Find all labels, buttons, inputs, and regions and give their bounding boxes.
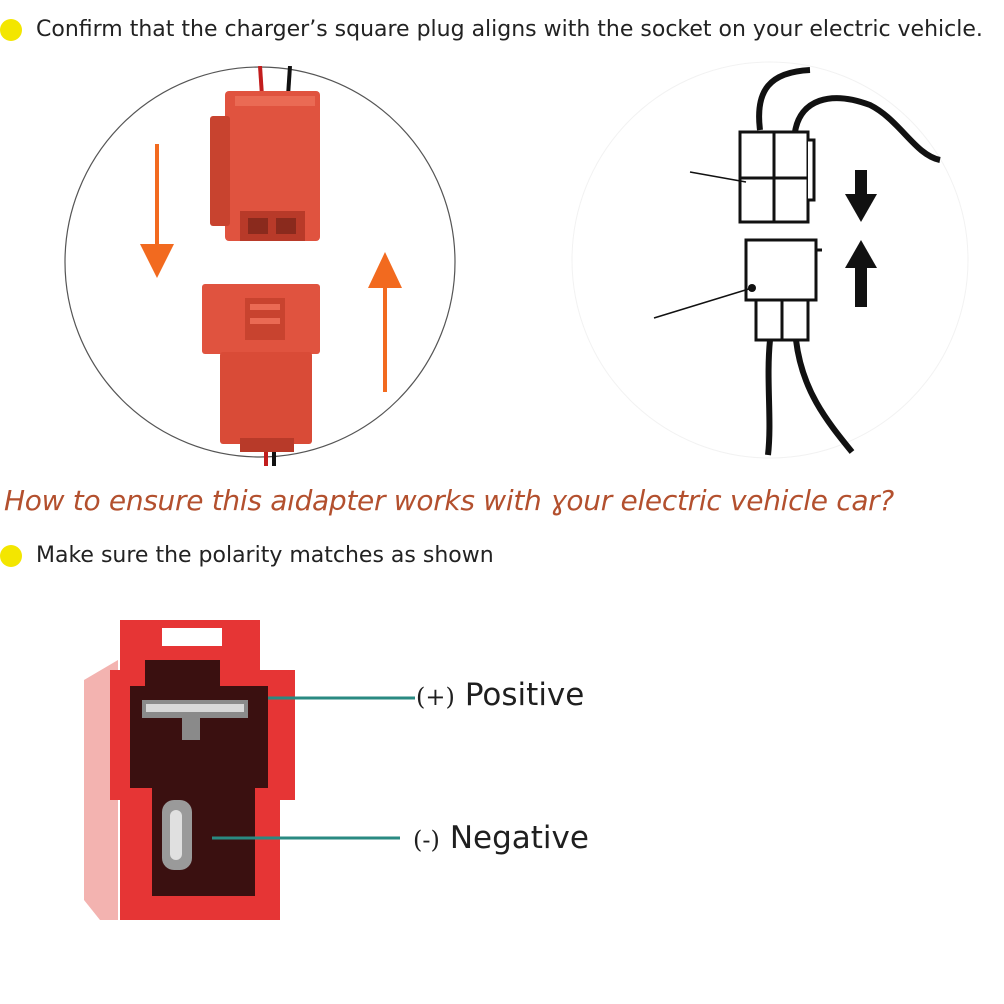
- socket-polarity-illustration: [84, 620, 415, 920]
- up-arrow-icon: [845, 240, 877, 307]
- down-arrow-icon: [140, 144, 174, 278]
- step-1-text: Confirm that the charger’s square plug a…: [36, 17, 983, 42]
- positive-symbol: (+): [416, 683, 455, 711]
- negative-callout: (-) Negative: [413, 820, 589, 856]
- up-arrow-icon: [368, 252, 402, 392]
- step-2-text: Make sure the polarity matches as shown: [36, 543, 494, 568]
- bullet-dot-icon: [0, 544, 22, 567]
- down-arrow-icon: [845, 170, 877, 222]
- negative-label: Negative: [449, 820, 589, 856]
- bullet-dot-icon: [0, 18, 22, 41]
- upper-plug: [210, 91, 320, 241]
- compatibility-question: How to ensure this aıdapter works with ɣ…: [4, 484, 894, 517]
- positive-callout: (+) Positive: [416, 677, 584, 713]
- negative-symbol: (-): [413, 826, 440, 854]
- socket-latch-window: [162, 628, 222, 646]
- plug-photo-illustration: [64, 66, 456, 466]
- lower-connector-drawing: [744, 238, 822, 342]
- plug-line-drawing: [571, 61, 969, 459]
- step-2-row: Make sure the polarity matches as shown: [0, 543, 494, 568]
- step-1-row: Confirm that the charger’s square plug a…: [0, 17, 983, 42]
- positive-label: Positive: [464, 677, 585, 713]
- upper-connector-drawing: [738, 130, 816, 224]
- lower-plug: [202, 284, 320, 452]
